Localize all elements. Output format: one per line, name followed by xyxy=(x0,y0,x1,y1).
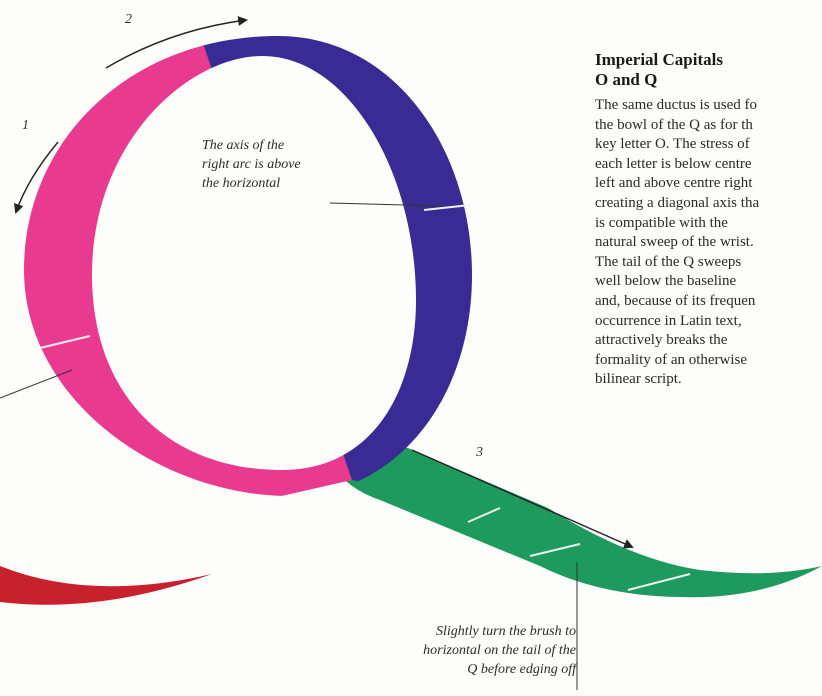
red-tail-stroke xyxy=(0,566,212,605)
tail-annotation: Slightly turn the brush to horizontal on… xyxy=(340,622,576,679)
tail-guide-line xyxy=(529,543,581,557)
body-line: occurrence in Latin text, xyxy=(595,312,742,329)
annotation-line: Slightly turn the brush to xyxy=(436,624,576,639)
body-line: formality of an otherwise xyxy=(595,351,748,368)
arrow-stroke-3 xyxy=(411,449,634,549)
tail-guide-line xyxy=(467,507,501,523)
body-line: The same ductus is used fo xyxy=(595,97,758,113)
description-column: Imperial Capitals O and Q The same ductu… xyxy=(595,50,822,390)
body-line: well below the baseline xyxy=(595,273,737,290)
body-line: attractively breaks the xyxy=(595,332,728,349)
arrow-stroke-2 xyxy=(105,16,248,69)
axis-annotation: The axis of the right arc is above the h… xyxy=(202,136,301,193)
body-line: each letter is below centre xyxy=(595,155,752,172)
body-line: key letter O. The stress of xyxy=(595,136,750,153)
body-line: left and above centre right xyxy=(595,175,753,192)
body-line: The tail of the Q sweeps xyxy=(595,253,742,270)
left-pointer-line xyxy=(0,369,73,399)
stroke-number-3: 3 xyxy=(476,445,483,460)
tail-stroke-3 xyxy=(330,446,822,598)
body-line: natural sweep of the wrist. xyxy=(595,234,754,251)
annotation-line: Q before edging off xyxy=(467,662,576,677)
body-line: creating a diagonal axis tha xyxy=(595,194,760,211)
axis-mark-right xyxy=(423,204,471,211)
stroke-number-1: 1 xyxy=(22,118,29,133)
annotation-line: the horizontal xyxy=(202,176,281,191)
stroke-number-2: 2 xyxy=(125,12,132,27)
body-line: the bowl of the Q as for th xyxy=(595,116,753,133)
heading-line: O and Q xyxy=(595,70,658,89)
axis-mark-left xyxy=(39,335,91,349)
section-heading: Imperial Capitals O and Q xyxy=(595,50,822,90)
tail-guide-line xyxy=(627,573,691,591)
body-line: is compatible with the xyxy=(595,214,728,231)
heading-line: Imperial Capitals xyxy=(595,50,723,69)
arrow-stroke-1 xyxy=(13,141,59,214)
axis-pointer-line xyxy=(329,202,445,207)
annotation-line: horizontal on the tail of the xyxy=(423,643,576,658)
description-body: The same ductus is used fo the bowl of t… xyxy=(595,96,822,390)
body-line: bilinear script. xyxy=(595,371,682,388)
body-line: and, because of its frequen xyxy=(595,292,756,309)
annotation-line: right arc is above xyxy=(202,157,301,172)
annotation-line: The axis of the xyxy=(202,138,285,153)
